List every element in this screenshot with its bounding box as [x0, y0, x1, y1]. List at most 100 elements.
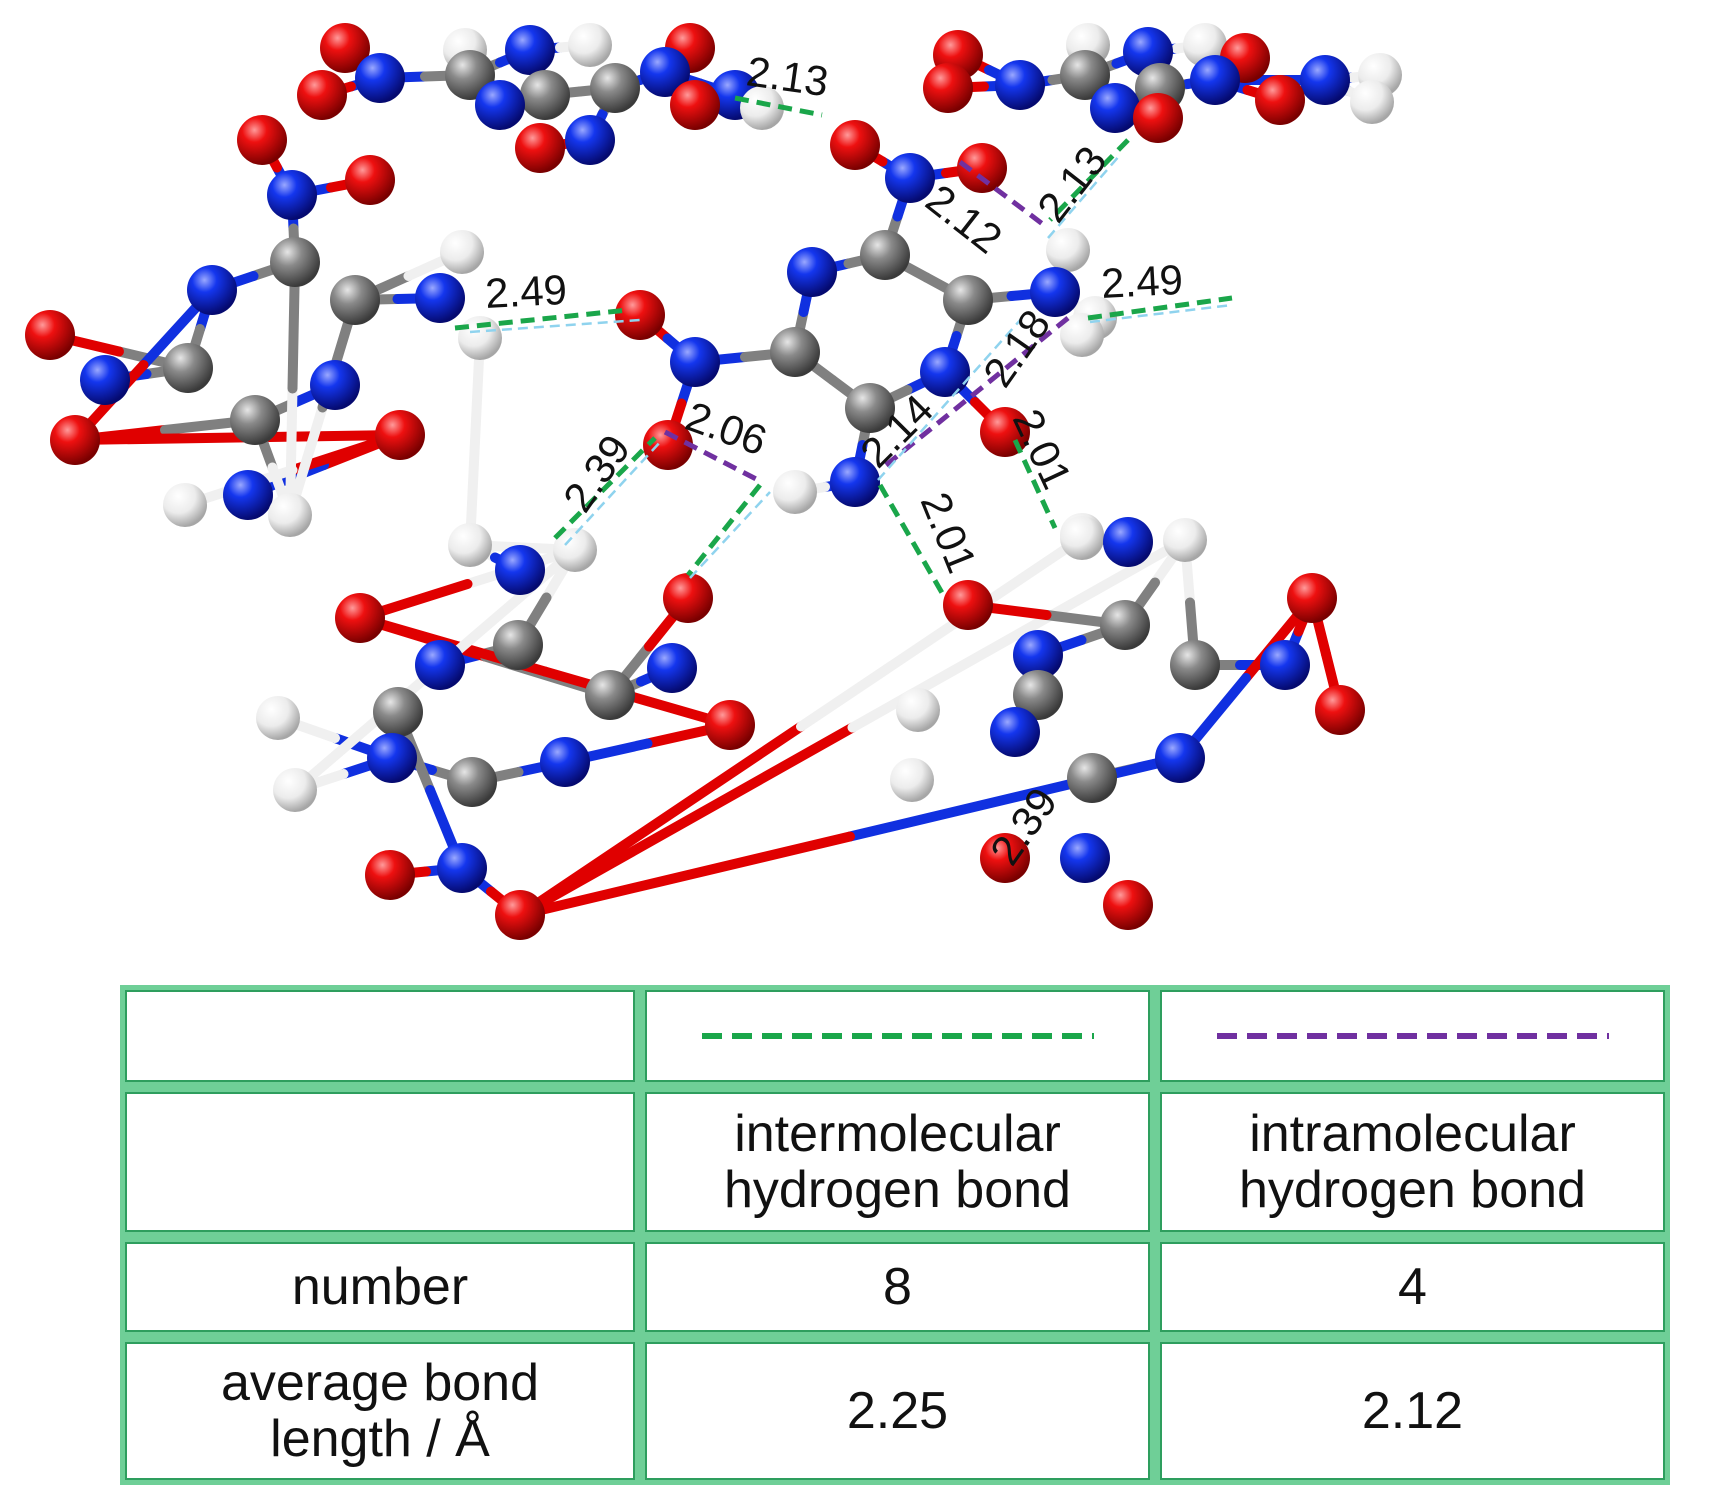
nitrogen-atom [495, 545, 545, 595]
weak-contact-line [469, 318, 641, 334]
hydrogen-atom [256, 696, 300, 740]
weak-contact-line [564, 439, 663, 546]
oxygen-atom [50, 415, 100, 465]
oxygen-atom [923, 63, 973, 113]
oxygen-atom [237, 115, 287, 165]
hydrogen-atom [273, 768, 317, 812]
oxygen-atom [1103, 880, 1153, 930]
nitrogen-atom [647, 643, 697, 693]
bond-length-label: 2.49 [484, 266, 568, 317]
carbon-atom [770, 327, 820, 377]
nitrogen-atom [1190, 55, 1240, 105]
covalent-bond [515, 722, 858, 920]
table-cell [120, 985, 640, 1087]
hydrogen-atom [553, 528, 597, 572]
nitrogen-atom [920, 347, 970, 397]
table-row [120, 985, 1670, 1087]
nitrogen-atom [475, 80, 525, 130]
oxygen-atom [297, 70, 347, 120]
carbon-atom [943, 275, 993, 325]
bond-length-label: 2.01 [912, 486, 986, 579]
oxygen-atom [1287, 573, 1337, 623]
nitrogen-atom [267, 170, 317, 220]
table-cell: 4 [1155, 1237, 1670, 1337]
bond-length-label: 2.13 [744, 47, 831, 105]
intermolecular-hbond-line [1012, 438, 1058, 530]
intermolecular-hbond-line [1048, 138, 1130, 222]
hydrogen-atom [1046, 228, 1090, 272]
carbon-atom [373, 687, 423, 737]
nitrogen-atom [1013, 630, 1063, 680]
carbon-atom [330, 275, 380, 325]
intermolecular-legend-line [701, 1033, 1094, 1039]
hydrogen-atom [1163, 518, 1207, 562]
intermolecular-hbond-line [454, 307, 629, 331]
nitrogen-atom [437, 843, 487, 893]
oxygen-atom [615, 290, 665, 340]
oxygen-atom [515, 123, 565, 173]
table-cell: 8 [640, 1237, 1155, 1337]
carbon-atom [520, 70, 570, 120]
oxygen-atom [365, 850, 415, 900]
carbon-atom [860, 230, 910, 280]
carbon-atom [590, 63, 640, 113]
intramolecular-legend-line [1216, 1033, 1609, 1039]
covalent-bond [845, 753, 1185, 842]
table-row: number 8 4 [120, 1237, 1670, 1337]
nitrogen-atom [310, 360, 360, 410]
nitrogen-atom [80, 355, 130, 405]
covalent-bond [515, 831, 855, 920]
nitrogen-atom [670, 337, 720, 387]
bond-length-label: 2.39 [554, 426, 639, 520]
nitrogen-atom [223, 470, 273, 520]
bond-length-label: 2.49 [1100, 256, 1184, 307]
carbon-atom [1100, 600, 1150, 650]
molecular-structure-diagram: 2.13 2.13 2.12 2.49 2.49 2.18 2.39 2.06 … [25, 23, 1402, 940]
carbon-atom [163, 343, 213, 393]
nitrogen-atom [1300, 55, 1350, 105]
carbon-atom [1067, 753, 1117, 803]
hydrogen-atom [740, 86, 784, 130]
hydrogen-atom [890, 758, 934, 802]
intermolecular-hbond-line [1087, 295, 1233, 321]
hydrogen-bond-lines [454, 95, 1233, 600]
atoms [25, 23, 1402, 940]
hydrogen-atom [1350, 80, 1394, 124]
carbon-atom [230, 395, 280, 445]
nitrogen-atom [505, 25, 555, 75]
oxygen-atom [335, 593, 385, 643]
carbon-atom [493, 620, 543, 670]
carbon-atom [585, 670, 635, 720]
nitrogen-atom [355, 53, 405, 103]
oxygen-atom [663, 573, 713, 623]
carbon-atom [1060, 50, 1110, 100]
hydrogen-atom [163, 483, 207, 527]
nitrogen-atom [885, 153, 935, 203]
legend-cell-intermolecular [640, 985, 1155, 1087]
hydrogen-atom [268, 493, 312, 537]
covalent-bond [796, 533, 1087, 732]
legend-cell-intramolecular [1155, 985, 1670, 1087]
table-cell [120, 1087, 640, 1237]
carbon-atom [270, 237, 320, 287]
hydrogen-atom [458, 316, 502, 360]
oxygen-atom [643, 420, 693, 470]
intramolecular-hbond-line [878, 316, 1070, 472]
nitrogen-atom [1103, 517, 1153, 567]
hydrogen-atom [568, 23, 612, 67]
intermolecular-hbond-line [553, 436, 657, 540]
nitrogen-atom [540, 737, 590, 787]
nitrogen-atom [415, 273, 465, 323]
intermolecular-hbond-line [734, 95, 823, 118]
hydrogen-atom [448, 523, 492, 567]
nitrogen-atom [415, 640, 465, 690]
oxygen-atom [345, 155, 395, 205]
covalent-bond [290, 665, 440, 795]
oxygen-atom [957, 143, 1007, 193]
bond-length-label: 2.06 [680, 392, 773, 464]
